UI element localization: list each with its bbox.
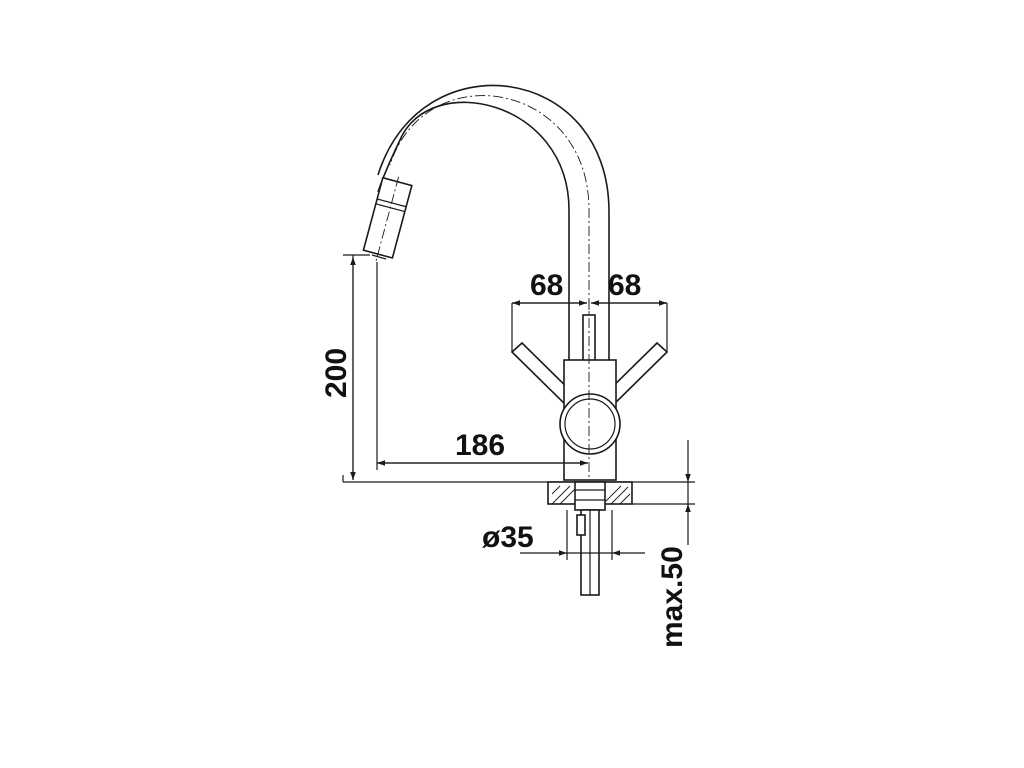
mixer-ball-inner	[564, 398, 616, 450]
label-spout-reach: 186	[455, 429, 505, 462]
label-max-thickness: max.50	[656, 546, 689, 648]
mixer-ball	[559, 393, 621, 455]
faucet-body	[510, 300, 669, 481]
spout-inner-curve	[377, 84, 610, 360]
spout-outer-curve	[377, 101, 570, 360]
spout-centerline	[389, 95, 590, 470]
mounting-shank	[574, 481, 606, 511]
spout-outlet-mark	[371, 254, 387, 260]
spout	[362, 84, 610, 470]
label-left-handle: 68	[530, 269, 563, 302]
extension-lines	[342, 254, 695, 560]
label-spout-height: 200	[320, 348, 353, 398]
mounting-base	[547, 481, 633, 596]
label-right-handle: 68	[608, 269, 641, 302]
label-hole-diameter: ø35	[482, 521, 534, 554]
spray-head	[362, 176, 413, 261]
